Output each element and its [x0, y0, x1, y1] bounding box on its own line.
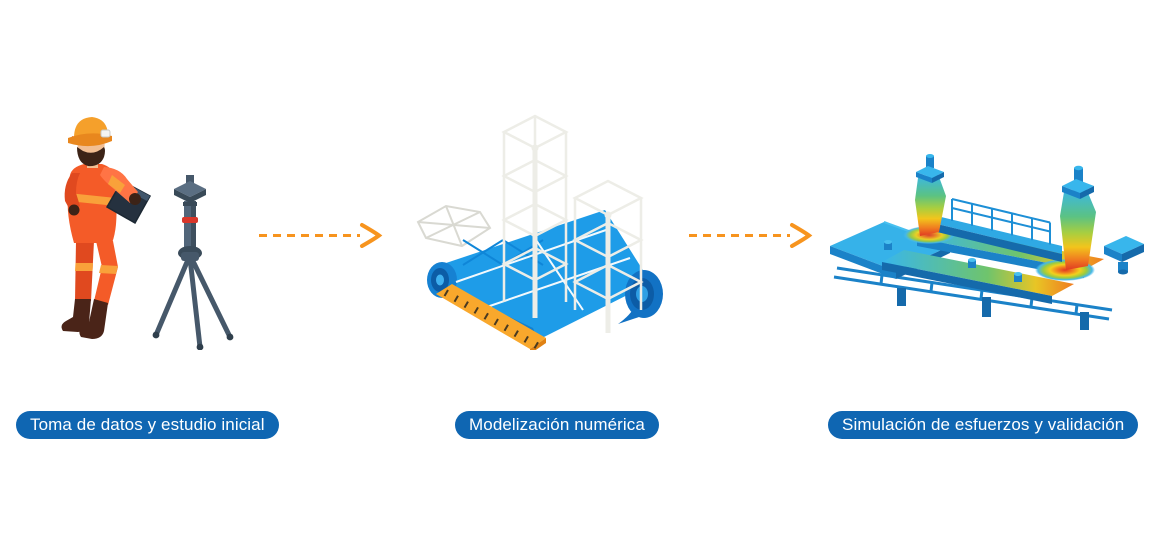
flow-arrow-right-icon — [689, 223, 813, 248]
safety-boots — [61, 299, 108, 339]
survey-tripod-icon — [152, 175, 234, 350]
flow-arrow-right-icon — [259, 223, 383, 248]
support-pillar-right — [1060, 165, 1096, 270]
wireframe-tower-short — [572, 179, 644, 333]
ruler-icon — [436, 284, 546, 350]
worker-figure — [61, 117, 152, 339]
fea-stress-simulation-illustration — [822, 150, 1148, 335]
end-bracket — [1104, 236, 1144, 275]
support-pillar-left — [915, 154, 946, 236]
safety-helmet — [68, 117, 112, 147]
headlamp — [100, 129, 111, 138]
step-label-data-collection: Toma de datos y estudio inicial — [16, 411, 279, 439]
step-label-stress-simulation: Simulación de esfuerzos y validación — [828, 411, 1139, 439]
machine-arm — [882, 250, 1074, 304]
walkway-railing — [951, 198, 1051, 245]
base-truss-frame — [833, 266, 1113, 321]
wireframe-tower-tall — [501, 114, 569, 318]
plan-cross-bracing — [462, 239, 544, 266]
wireframe-panel — [416, 204, 492, 248]
pin-cylinders — [884, 240, 1022, 282]
wireframe-building-blueprint-illustration — [408, 110, 673, 350]
surveyor-and-tripod-illustration — [50, 105, 245, 350]
crossbeam — [937, 216, 1062, 262]
step-label-numerical-modeling: Modelización numérica — [455, 411, 659, 439]
